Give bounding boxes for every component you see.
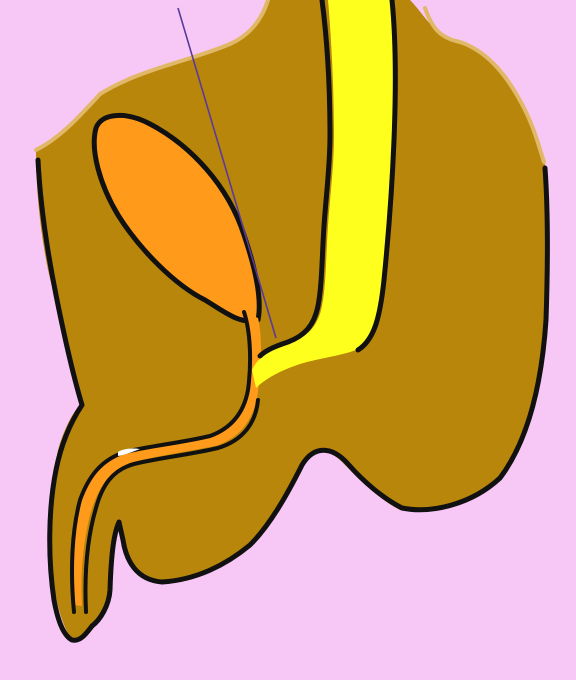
- diagram-canvas: [0, 0, 576, 680]
- anatomical-diagram: [0, 0, 576, 680]
